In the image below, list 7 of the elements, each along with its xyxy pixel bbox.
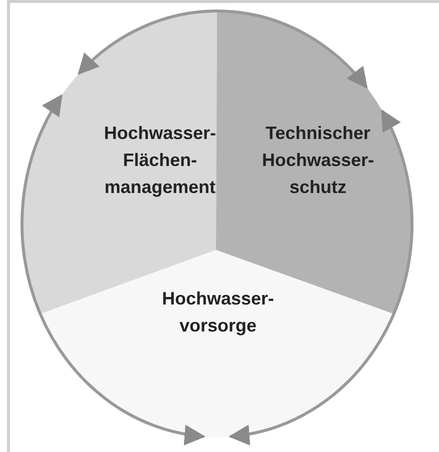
pie-sector [40, 250, 394, 437]
sector-label: Hochwasser- Flächen- management [104, 123, 216, 197]
cycle-arrow [78, 10, 368, 89]
sector-label: Technischer Hochwasser- schutz [262, 123, 374, 197]
cycle-arrow [228, 109, 414, 444]
cycle-arrow [20, 94, 206, 444]
sector-label: Hochwasser- vorsorge [162, 288, 274, 336]
